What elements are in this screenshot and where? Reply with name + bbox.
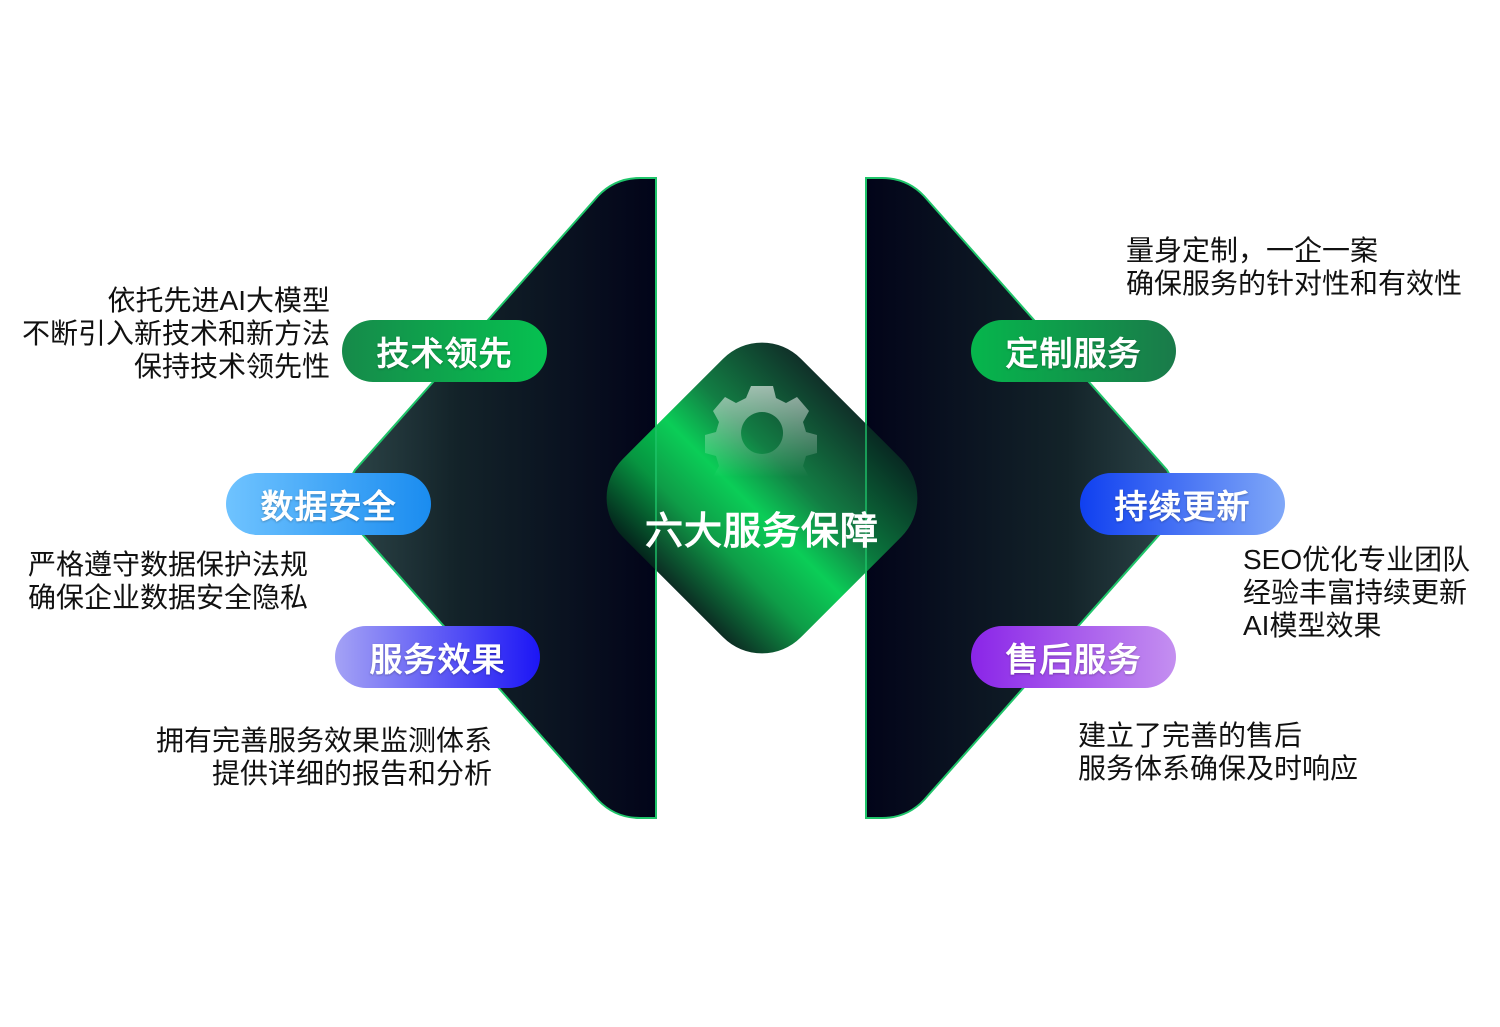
pill-service-effect: 服务效果	[335, 626, 540, 688]
desc-after-sales: 建立了完善的售后 服务体系确保及时响应	[1078, 719, 1358, 785]
desc-line: 确保服务的针对性和有效性	[1126, 268, 1463, 299]
desc-line: 确保企业数据安全隐私	[28, 582, 309, 613]
desc-data-security: 严格遵守数据保护法规 确保企业数据安全隐私	[28, 548, 308, 614]
pill-tech-leading: 技术领先	[342, 320, 547, 382]
center-title: 六大服务保障	[644, 511, 879, 553]
desc-line: SEO优化专业团队	[1243, 544, 1471, 575]
pill-custom-service: 定制服务	[971, 320, 1176, 382]
desc-line: 经验丰富持续更新	[1243, 577, 1468, 608]
desc-continuous-update: SEO优化专业团队 经验丰富持续更新 AI模型效果	[1243, 543, 1470, 642]
desc-line: 量身定制，一企一案	[1126, 235, 1379, 266]
desc-line: 提供详细的报告和分析	[211, 758, 492, 789]
desc-line: 服务体系确保及时响应	[1078, 753, 1359, 784]
pill-continuous-update: 持续更新	[1080, 473, 1285, 535]
gear-icon	[705, 386, 817, 477]
desc-tech-leading: 依托先进AI大模型 不断引入新技术和新方法 保持技术领先性	[22, 284, 330, 383]
center-diamond	[606, 342, 918, 654]
pill-data-security: 数据安全	[226, 473, 431, 535]
desc-service-effect: 拥有完善服务效果监测体系 提供详细的报告和分析	[156, 724, 492, 790]
desc-line: 保持技术领先性	[133, 351, 330, 382]
desc-line: 依托先进AI大模型	[107, 285, 330, 316]
desc-line: 建立了完善的售后	[1078, 720, 1303, 751]
pill-after-sales: 售后服务	[971, 626, 1176, 688]
desc-line: AI模型效果	[1243, 610, 1382, 641]
desc-line: 不断引入新技术和新方法	[21, 318, 330, 349]
desc-custom-service: 量身定制，一企一案 确保服务的针对性和有效性	[1126, 234, 1462, 300]
desc-line: 严格遵守数据保护法规	[28, 549, 309, 580]
desc-line: 拥有完善服务效果监测体系	[155, 725, 492, 756]
